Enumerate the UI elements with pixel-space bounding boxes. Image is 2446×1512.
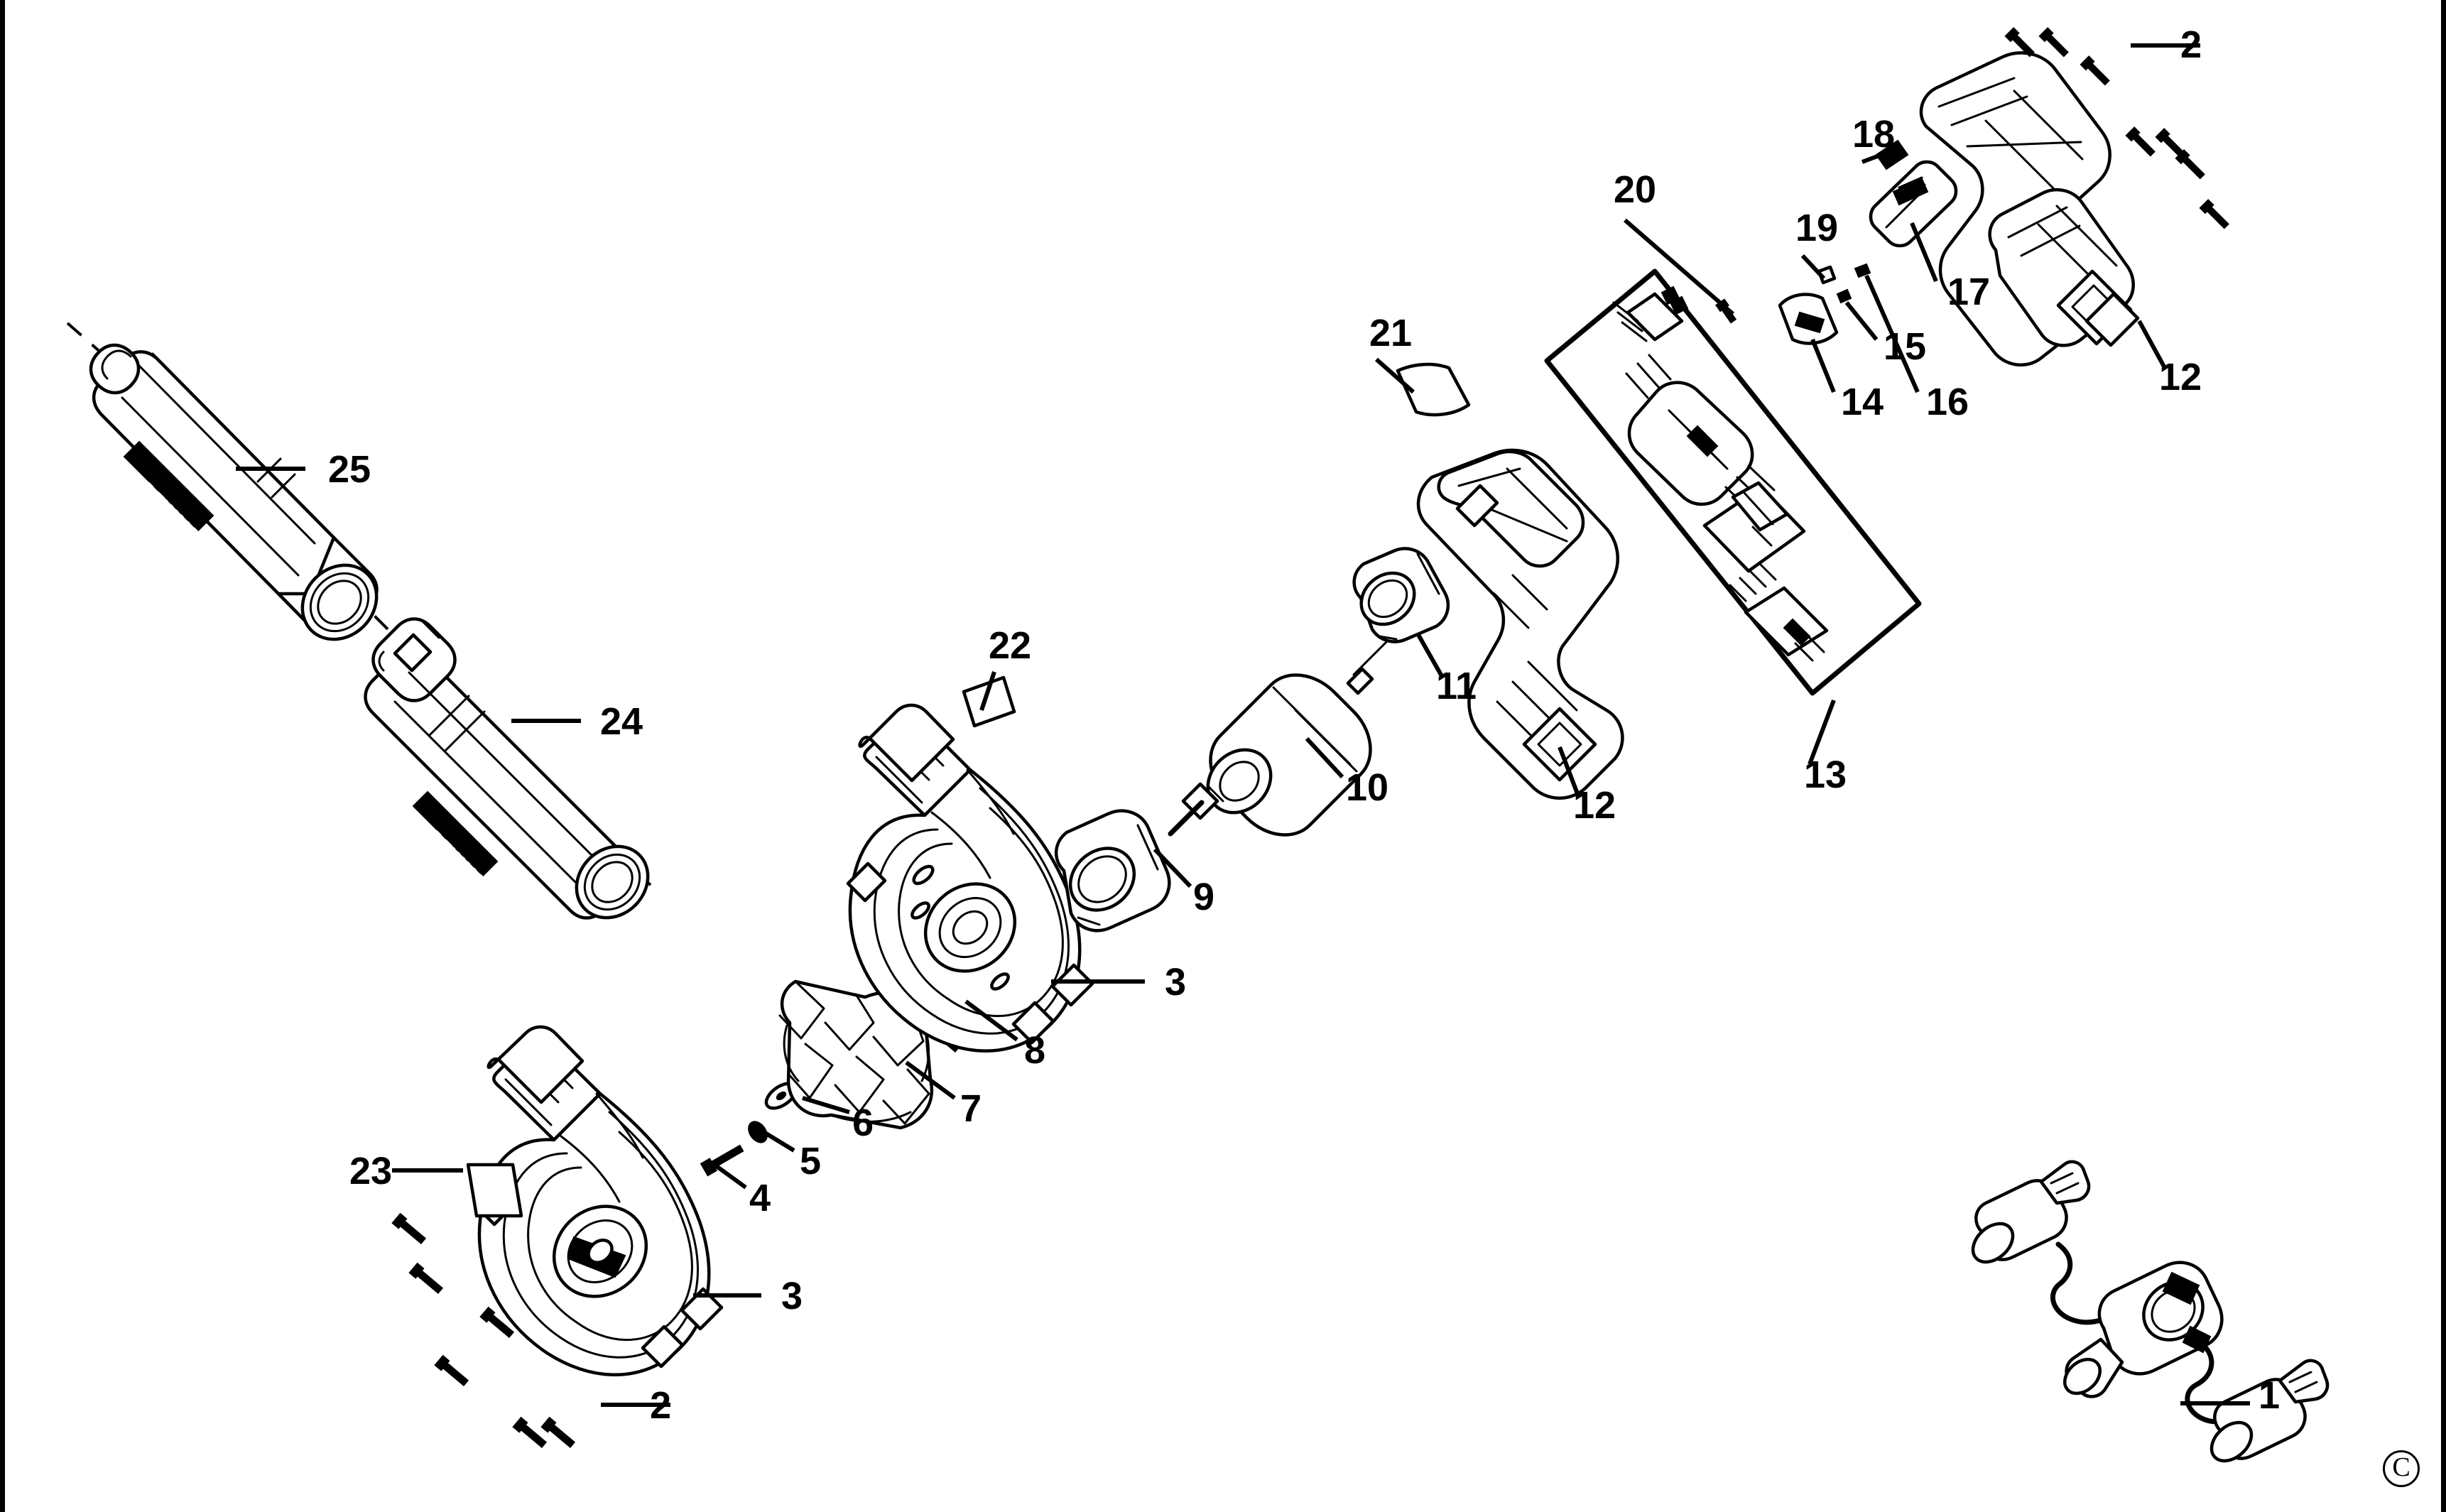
callout-4: 4 bbox=[749, 1177, 771, 1219]
callout-3b: 3 bbox=[781, 1275, 803, 1317]
callout-20: 20 bbox=[1614, 168, 1657, 211]
callout-14: 14 bbox=[1841, 381, 1884, 423]
screw-group-handle-lower bbox=[512, 1416, 576, 1449]
cord-connector-top bbox=[1971, 1160, 2091, 1264]
callout-18: 18 bbox=[1852, 113, 1896, 156]
part-fan-impeller bbox=[778, 979, 934, 1130]
part-label-decal-housing bbox=[466, 1163, 523, 1218]
part-blower-tube-upper: DEWALT bbox=[89, 343, 379, 641]
callout-12b: 12 bbox=[2159, 356, 2202, 398]
callout-10: 10 bbox=[1346, 766, 1389, 809]
callout-16: 16 bbox=[1926, 381, 1969, 423]
callout-23: 23 bbox=[349, 1150, 393, 1192]
callout-25: 25 bbox=[328, 448, 371, 491]
callout-22: 22 bbox=[989, 624, 1032, 667]
part-motor-end-cap bbox=[1352, 547, 1450, 643]
callout-2b: 2 bbox=[650, 1384, 672, 1427]
kit-connector-top bbox=[1612, 285, 1689, 342]
part-housing-half-upper bbox=[846, 703, 1094, 1053]
screw-group-housing-label bbox=[391, 1212, 515, 1387]
part-motor bbox=[1168, 629, 1399, 837]
callout-12a: 12 bbox=[1573, 784, 1616, 827]
copyright-mark: C bbox=[2383, 1443, 2420, 1487]
part-housing-half-lower bbox=[475, 1025, 724, 1376]
part-switch-block bbox=[1875, 139, 1909, 170]
callout-21: 21 bbox=[1369, 312, 1413, 354]
screw-group-handle-upper bbox=[2004, 27, 2229, 229]
part-handle-housing-half-right bbox=[1919, 51, 2140, 367]
part-switch-pin-small bbox=[1836, 288, 1852, 304]
kit-switch-module bbox=[1625, 354, 1776, 513]
part-motor-mount-collar bbox=[1054, 809, 1171, 932]
part-blower-tube-lower: DEWALT bbox=[364, 617, 650, 920]
callout-2a: 2 bbox=[2180, 23, 2202, 66]
part-screw-impeller bbox=[700, 1144, 744, 1177]
callout-6: 6 bbox=[852, 1102, 874, 1144]
callout-19: 19 bbox=[1795, 207, 1839, 249]
part-cord-set-assembly bbox=[1971, 1160, 2330, 1463]
part-switch-clip bbox=[1854, 263, 1871, 278]
part-label-decal-handle bbox=[1396, 362, 1471, 417]
callout-11: 11 bbox=[1436, 665, 1477, 707]
callout-15: 15 bbox=[1884, 325, 1927, 368]
cord-connector-bottom bbox=[2209, 1359, 2330, 1463]
part-speed-slide-bar bbox=[1869, 160, 1958, 248]
callout-24: 24 bbox=[600, 700, 643, 743]
callout-8: 8 bbox=[1024, 1029, 1046, 1072]
kit-terminal-comb bbox=[1729, 562, 1829, 662]
part-wiring-terminal-kit bbox=[1544, 268, 1922, 696]
callout-1: 1 bbox=[2259, 1374, 2281, 1417]
callout-9: 9 bbox=[1193, 876, 1215, 918]
part-nut-impeller bbox=[748, 1121, 768, 1143]
part-switch-button bbox=[1778, 293, 1839, 345]
kit-clip-plate bbox=[1702, 481, 1806, 573]
callout-5: 5 bbox=[800, 1140, 822, 1182]
callout-3a: 3 bbox=[1165, 961, 1187, 1004]
callout-13: 13 bbox=[1804, 754, 1847, 796]
part-handle-housing-half-left bbox=[1416, 448, 1624, 800]
leader-lines bbox=[236, 43, 2250, 1407]
cord-center-body bbox=[2063, 1261, 2224, 1398]
callout-17: 17 bbox=[1947, 271, 1991, 313]
callout-7: 7 bbox=[960, 1087, 982, 1130]
